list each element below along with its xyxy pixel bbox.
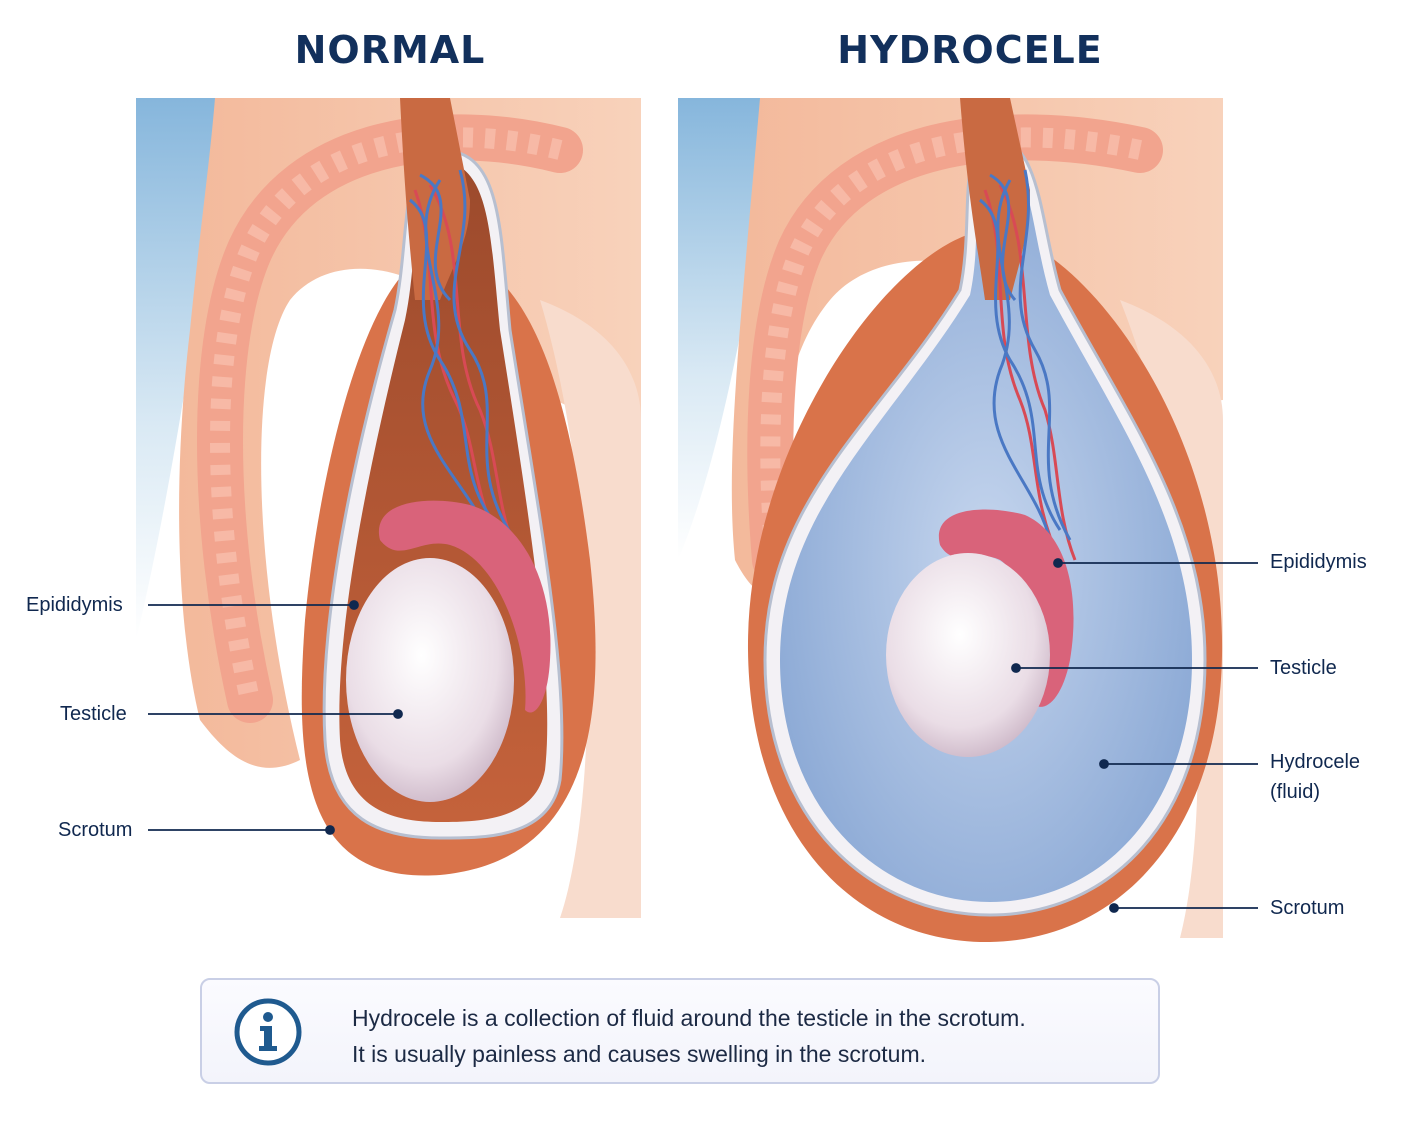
normal-penis-shaft bbox=[179, 98, 641, 768]
normal-title: NORMAL bbox=[294, 28, 486, 72]
normal-testicle bbox=[346, 558, 514, 802]
normal-vessels bbox=[409, 169, 522, 561]
label-hydro-epididymis: Epididymis bbox=[1270, 551, 1367, 573]
hydrocele-testicle bbox=[886, 553, 1050, 757]
info-box: Hydrocele is a collection of fluid aroun… bbox=[200, 978, 1160, 1084]
hydrocele-corpus-ribs bbox=[760, 127, 1143, 561]
label-hydro-scrotum: Scrotum bbox=[1270, 897, 1345, 919]
label-normal-scrotum: Scrotum bbox=[58, 819, 133, 841]
label-normal-epididymis: Epididymis bbox=[26, 594, 123, 616]
hydrocele-penis-shaft bbox=[731, 98, 1223, 600]
dot-hydro-testicle bbox=[1011, 663, 1021, 673]
hydrocele-title: HYDROCELE bbox=[837, 28, 1103, 72]
dot-hydro-scrotum bbox=[1109, 903, 1119, 913]
dot-hydro-fluid bbox=[1099, 759, 1109, 769]
info-icon bbox=[234, 998, 302, 1066]
label-hydro-testicle: Testicle bbox=[1270, 657, 1337, 679]
hydrocele-spermatic-cord bbox=[960, 98, 1030, 300]
hydrocele-thigh bbox=[1120, 300, 1223, 938]
normal-corpus-ribs bbox=[210, 127, 563, 703]
dot-normal-testicle bbox=[393, 709, 403, 719]
label-hydro-fluid: Hydrocele (fluid) bbox=[1270, 751, 1361, 803]
hydrocele-panel bbox=[678, 98, 1223, 943]
dot-hydro-epididymis bbox=[1053, 558, 1063, 568]
info-line-1: Hydrocele is a collection of fluid aroun… bbox=[352, 1005, 1026, 1031]
dot-normal-epididymis bbox=[349, 600, 359, 610]
dot-normal-scrotum bbox=[325, 825, 335, 835]
info-text: Hydrocele is a collection of fluid aroun… bbox=[352, 1000, 1142, 1072]
label-normal-testicle: Testicle bbox=[60, 703, 127, 725]
info-line-2: It is usually painless and causes swelli… bbox=[352, 1041, 927, 1067]
normal-panel bbox=[136, 98, 641, 918]
normal-epididymis bbox=[378, 500, 551, 713]
leader-lines bbox=[148, 558, 1258, 913]
hydrocele-vessels bbox=[979, 169, 1077, 561]
